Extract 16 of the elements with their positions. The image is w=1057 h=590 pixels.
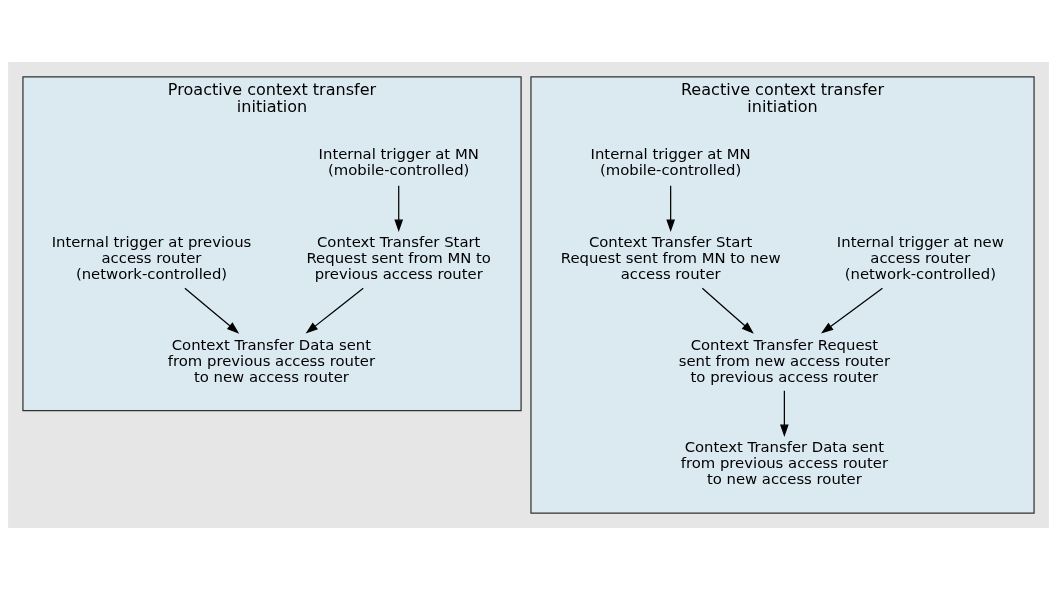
arrow (394, 185, 404, 232)
arrow (305, 287, 364, 334)
node-text: Context Transfer Start Request sent from MN to previous access router (306, 232, 491, 283)
arrow (184, 287, 240, 334)
node-text: Context Transfer Data sent from previous access router to new access router (680, 438, 889, 488)
arrow (821, 287, 884, 334)
node-text: Internal trigger at previous access router (network-controlled) (51, 232, 252, 283)
arrow (780, 390, 789, 437)
node-text: Context Transfer Request sent from new access router to previous access router (678, 335, 891, 385)
node-text: Context Transfer Start Request sent from MN to new access router (560, 232, 781, 283)
arrow (701, 287, 754, 334)
node-text: Context Transfer Data sent from previous access router to new access router (167, 335, 376, 385)
node-text: Internal trigger at MN (mobile-controlled) (318, 145, 479, 179)
arrow (666, 185, 675, 232)
node-text: Internal trigger at new access router (network-controlled) (836, 232, 1004, 283)
node-text: Internal trigger at MN (mobile-controlled) (590, 145, 751, 179)
